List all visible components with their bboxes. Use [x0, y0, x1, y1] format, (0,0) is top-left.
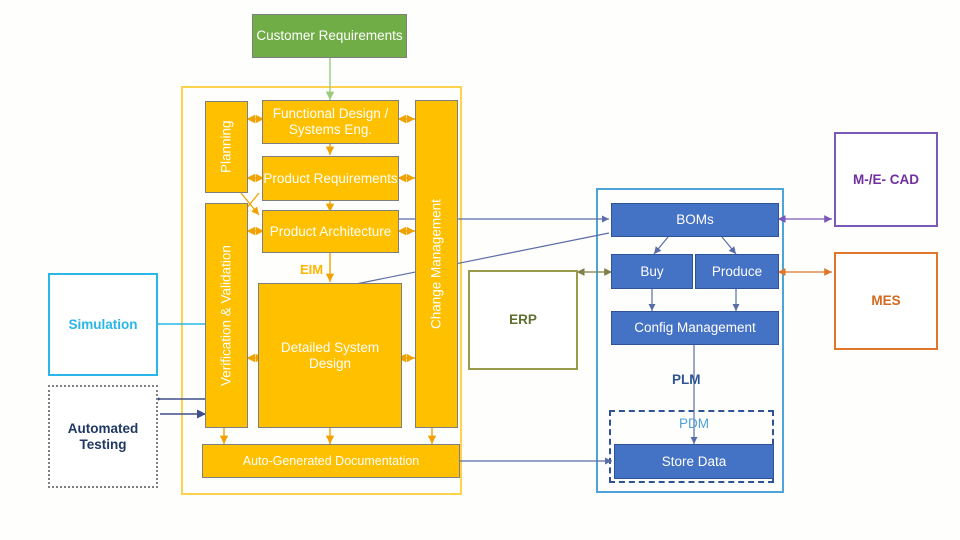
eim-label: EIM [300, 262, 324, 277]
node-mes[interactable]: MES [834, 252, 938, 350]
node-product-architecture[interactable]: Product Architecture [262, 210, 399, 253]
plm-label: PLM [672, 372, 701, 387]
node-buy[interactable]: Buy [611, 254, 693, 289]
node-produce[interactable]: Produce [695, 254, 779, 289]
node-simulation[interactable]: Simulation [48, 273, 158, 376]
node-mcad-ecad[interactable]: M-/E- CAD [834, 132, 938, 227]
pdm-label: PDM [679, 416, 709, 431]
node-functional-design[interactable]: Functional Design / Systems Eng. [262, 100, 399, 144]
node-store-data[interactable]: Store Data [614, 444, 774, 479]
node-verification-validation[interactable]: Verification & Validation [205, 203, 248, 428]
node-automated-testing[interactable]: Automated Testing [48, 385, 158, 488]
plm-group-frame [596, 188, 784, 493]
node-detailed-system-design[interactable]: Detailed System Design [258, 283, 402, 428]
node-erp[interactable]: ERP [468, 270, 578, 370]
eim-group-frame [181, 86, 462, 495]
node-change-management[interactable]: Change Management [415, 100, 458, 428]
node-product-requirements[interactable]: Product Requirements [262, 156, 399, 201]
node-config-management[interactable]: Config Management [611, 311, 779, 345]
node-auto-generated-documentation[interactable]: Auto-Generated Documentation [202, 444, 460, 478]
node-customer-requirements[interactable]: Customer Requirements [252, 14, 407, 58]
node-boms[interactable]: BOMs [611, 203, 779, 237]
node-planning[interactable]: Planning [205, 101, 248, 193]
